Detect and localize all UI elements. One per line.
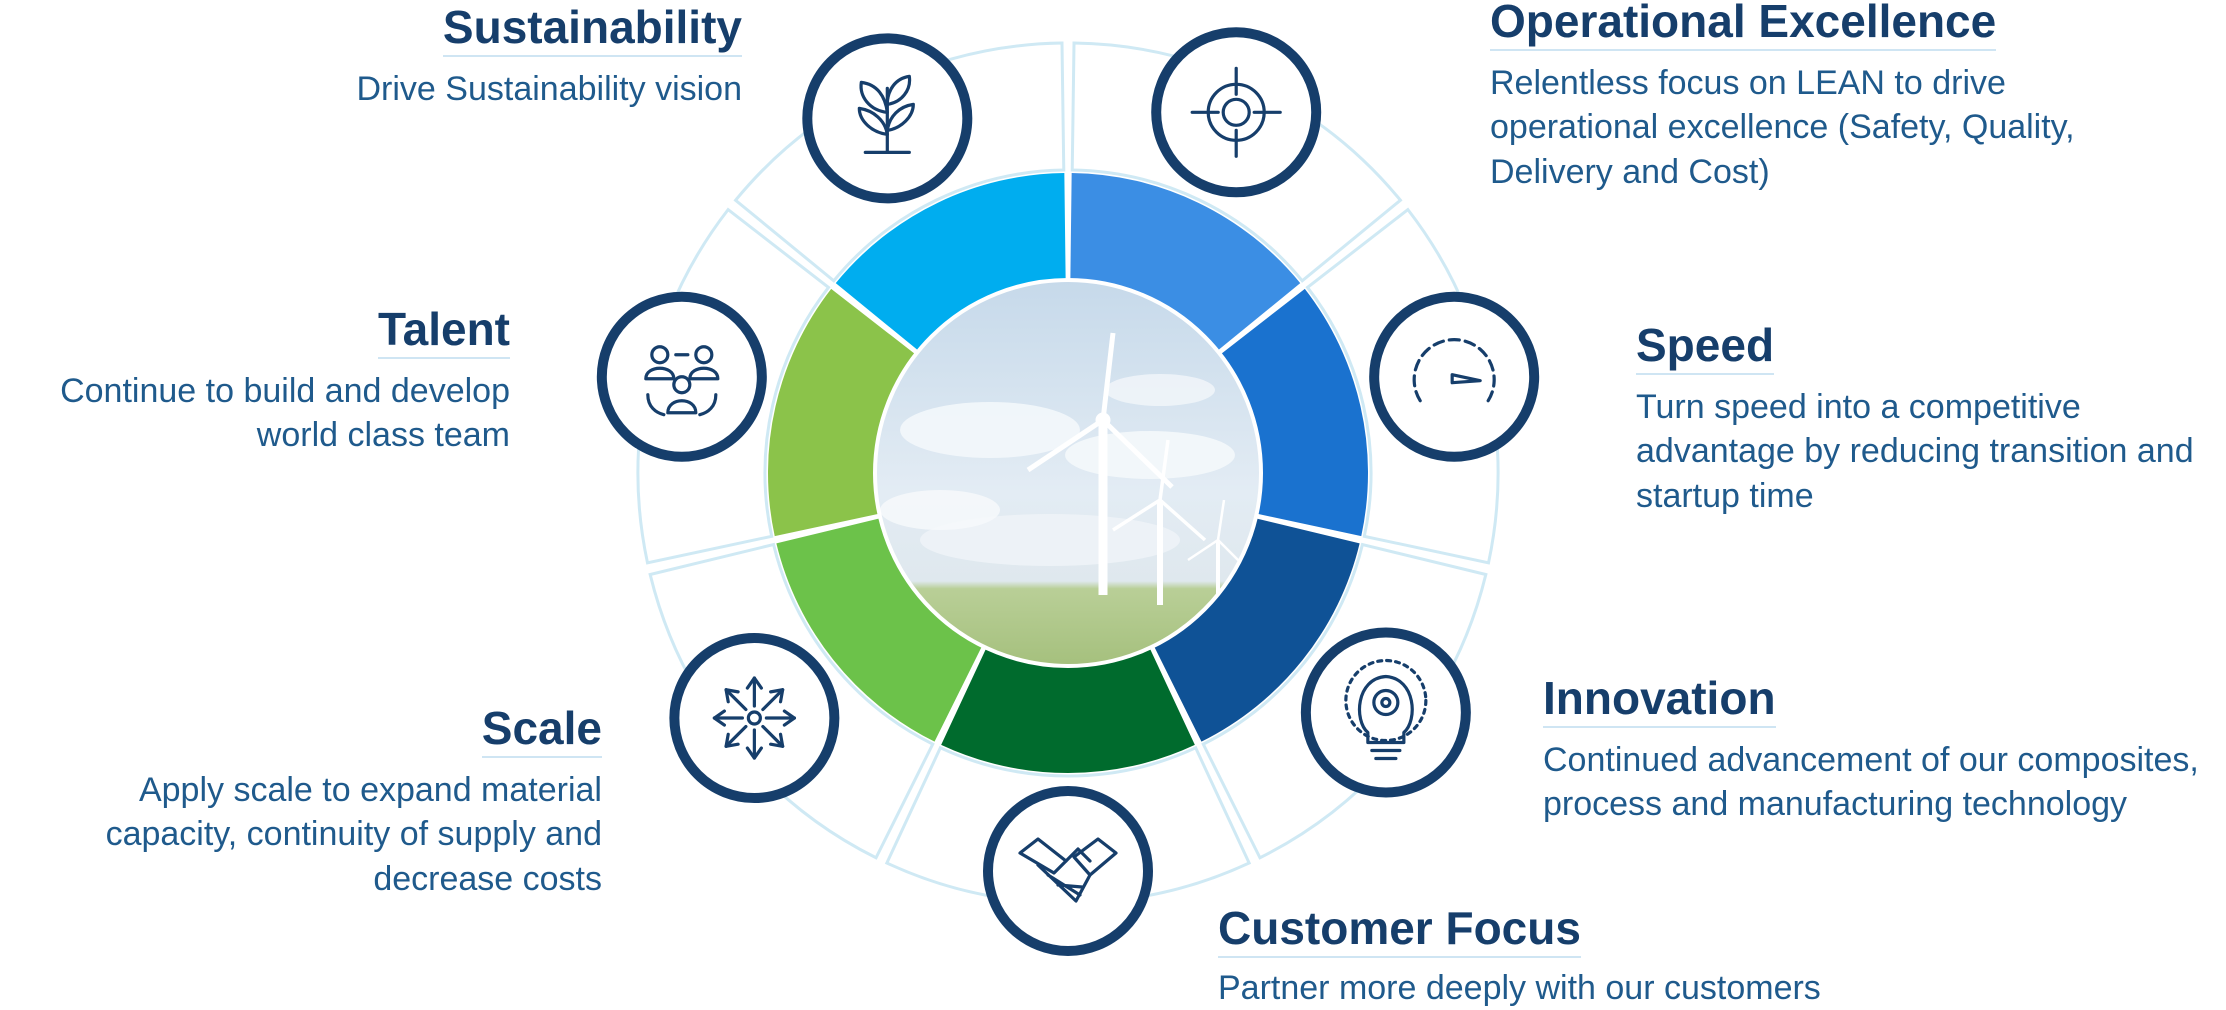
target-icon [1190, 66, 1282, 158]
badge-circle [1151, 27, 1322, 198]
badge-customer [983, 786, 1153, 956]
badge-speed [1369, 291, 1540, 462]
center-photo [873, 278, 1263, 668]
expand-arrows-icon [712, 676, 796, 760]
pillar-title-scale: Scale [481, 703, 602, 758]
pillar-title-talent: Talent [377, 304, 510, 359]
pillar-description-sustainability: Drive Sustainability vision [356, 69, 743, 108]
pillar-scale: Scale Apply scale to expand material cap… [2, 703, 602, 902]
pillar-title-sustainability: Sustainability [442, 2, 742, 57]
badge-innovation [1300, 627, 1471, 798]
pillar-title-speed: Speed [1636, 320, 1775, 375]
pillar-talent: Talent Continue to build and develop wor… [0, 304, 510, 458]
pillar-description-innovation: Continued advancement of our composites,… [1543, 740, 2199, 824]
pillar-description-operational-excellence: Relentless focus on LEAN to drive operat… [1490, 63, 2075, 192]
pillar-description-talent: Continue to build and develop world clas… [60, 371, 510, 455]
handshake-icon [1018, 837, 1118, 903]
pillar-title-operational-excellence: Operational Excellence [1490, 0, 1997, 51]
badge-circle [669, 633, 840, 804]
badge-sustainability [802, 33, 973, 204]
sprout-icon [857, 74, 915, 154]
speedometer-icon [1412, 338, 1496, 403]
donut-segment-innovation [941, 636, 1195, 773]
pillar-description-speed: Turn speed into a competitive advantage … [1636, 387, 2194, 516]
donut-segment-speed [1148, 515, 1360, 742]
badge-talent [596, 291, 767, 462]
badge-circle [1300, 627, 1471, 798]
pillar-title-innovation: Innovation [1543, 673, 1776, 728]
pillar-sustainability: Sustainability Drive Sustainability visi… [356, 2, 743, 111]
donut-segment-talent [835, 173, 1066, 360]
pillar-customer-focus: Customer Focus Partner more deeply with … [1218, 903, 1978, 1010]
wind-turbine-icon [1026, 332, 1247, 610]
pillar-innovation: Innovation Continued advancement of our … [1543, 673, 2223, 827]
lightbulb-gear-icon [1344, 658, 1428, 761]
people-icon [644, 345, 720, 417]
pillar-title-customer-focus: Customer Focus [1218, 903, 1581, 958]
donut-segment-sustainability [1070, 173, 1301, 360]
badge-scale [669, 633, 840, 804]
pillar-speed: Speed Turn speed into a competitive adva… [1636, 320, 2216, 519]
badge-operational [1151, 27, 1322, 198]
pillar-description-customer-focus: Partner more deeply with our customers [1218, 968, 1821, 1007]
pillar-operational-excellence: Operational Excellence Relentless focus … [1490, 0, 2210, 195]
badge-circle [983, 786, 1153, 956]
pillar-description-scale: Apply scale to expand material capacity,… [105, 770, 602, 899]
donut-segment-customer [776, 515, 988, 742]
